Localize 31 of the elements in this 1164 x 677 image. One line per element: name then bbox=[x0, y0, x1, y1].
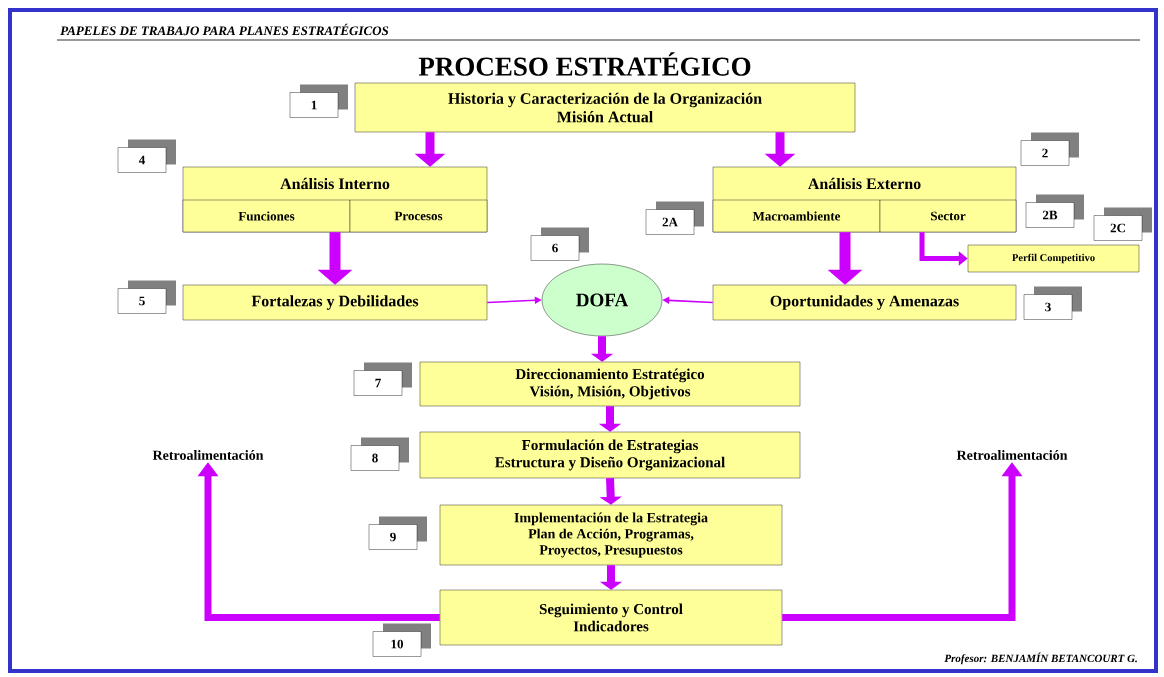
step-number-badge: 7 bbox=[353, 362, 412, 396]
step-number-badge: 2B bbox=[1025, 194, 1084, 228]
table-cell: Macroambiente bbox=[712, 199, 881, 233]
table-cell: Procesos bbox=[349, 199, 488, 233]
feedback-label: Retroalimentación bbox=[152, 450, 264, 460]
step-number-badge: 10 bbox=[372, 623, 431, 657]
step-number-badge: 2A bbox=[645, 201, 704, 235]
step-number-badge: 8 bbox=[350, 437, 409, 471]
process-box: Oportunidades y Amenazas bbox=[712, 284, 1017, 321]
step-number-badge: 6 bbox=[530, 227, 589, 261]
step-number-badge: 1 bbox=[289, 84, 348, 118]
process-box: Direccionamiento Estratégico Visión, Misión, Objetivos bbox=[419, 361, 801, 407]
table-cell: Sector bbox=[879, 199, 1017, 233]
process-box: Perfil Competitivo bbox=[967, 244, 1140, 273]
process-box: Fortalezas y Debilidades bbox=[182, 284, 488, 321]
step-number-badge: 9 bbox=[368, 516, 427, 550]
step-number-badge: 2 bbox=[1020, 132, 1079, 166]
process-box: Implementación de la Estrategia Plan de Acción, Programas, Proyectos, Presupuestos bbox=[439, 504, 783, 566]
process-box: Historia y Caracterización de la Organización Misión Actual bbox=[354, 82, 856, 133]
process-box: Seguimiento y Control Indicadores bbox=[439, 589, 783, 646]
process-box: Formulación de Estrategias Estructura y Diseño Organizacional bbox=[419, 431, 801, 479]
header-text: PAPELES DE TRABAJO PARA PLANES ESTRATÉGICOS bbox=[60, 23, 389, 36]
title: PROCESO ESTRATÉGICO bbox=[418, 52, 751, 76]
table-cell: Funciones bbox=[182, 199, 351, 233]
step-number-badge: 2C bbox=[1093, 207, 1152, 241]
step-number-badge: 3 bbox=[1023, 286, 1082, 320]
step-number-badge: 5 bbox=[117, 280, 176, 314]
step-number-badge: 4 bbox=[117, 139, 176, 173]
ellipse-node: DOFA bbox=[541, 263, 663, 337]
feedback-label: Retroalimentación bbox=[956, 450, 1068, 460]
footer-text: Profesor: BENJAMÍN BETANCOURT G. bbox=[944, 652, 1137, 665]
